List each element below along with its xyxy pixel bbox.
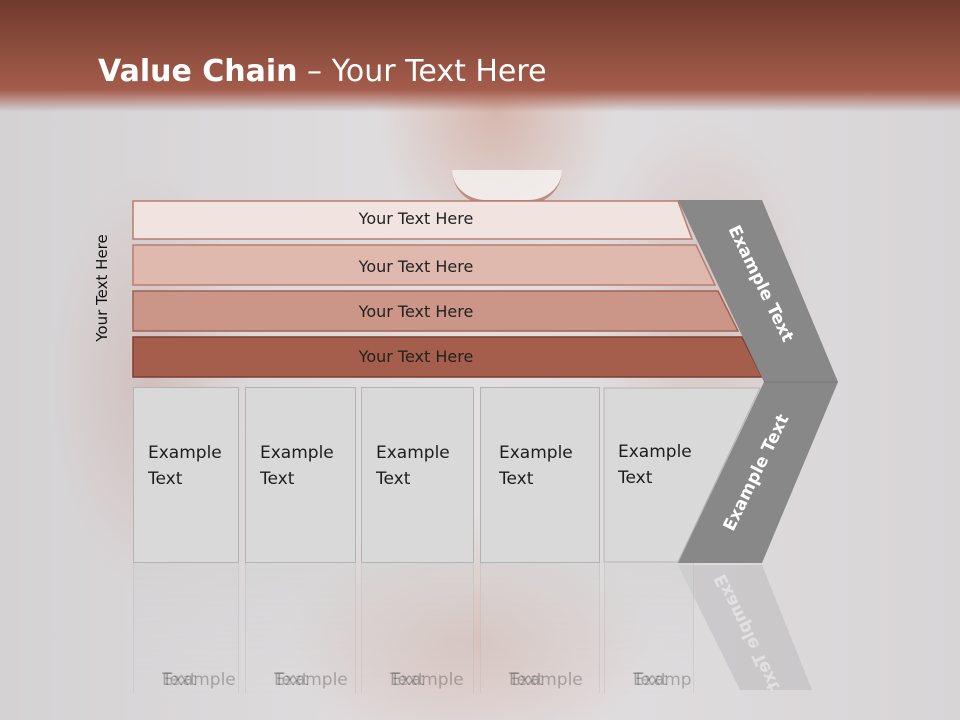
margin-chevron-upper [678, 200, 838, 382]
title-band [0, 0, 960, 112]
activity-box-5-shape [603, 387, 761, 563]
support-bar-label-2: Your Text Here [358, 257, 474, 276]
support-bar-label-4: Your Text Here [358, 347, 474, 366]
support-bar-label-1: Your Text Here [358, 209, 474, 228]
slide-title-rest: – Your Text Here [297, 54, 547, 89]
margin-chevron-lower [678, 382, 838, 563]
support-bar-1 [132, 200, 694, 240]
slide-title: Value Chain – Your Text Here [98, 54, 547, 89]
margin-chevron-reflection [678, 565, 812, 690]
support-bar-3 [132, 290, 740, 332]
slide-title-bold: Value Chain [98, 54, 298, 89]
support-bar-2 [132, 244, 717, 286]
support-bar-label-3: Your Text Here [358, 302, 474, 321]
